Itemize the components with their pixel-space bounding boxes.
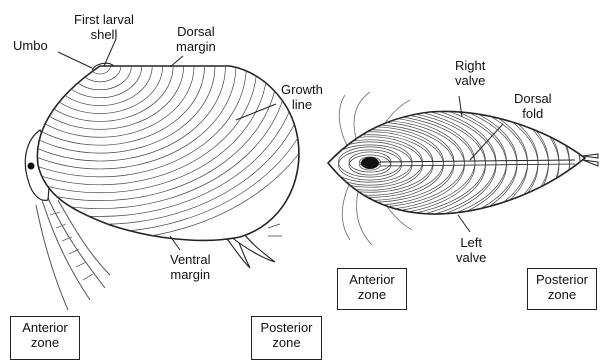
umbo-label: Umbo — [13, 38, 48, 53]
right-umbo-dark — [361, 157, 379, 169]
right-tail-tips — [583, 154, 598, 166]
compound-eye — [28, 163, 35, 170]
